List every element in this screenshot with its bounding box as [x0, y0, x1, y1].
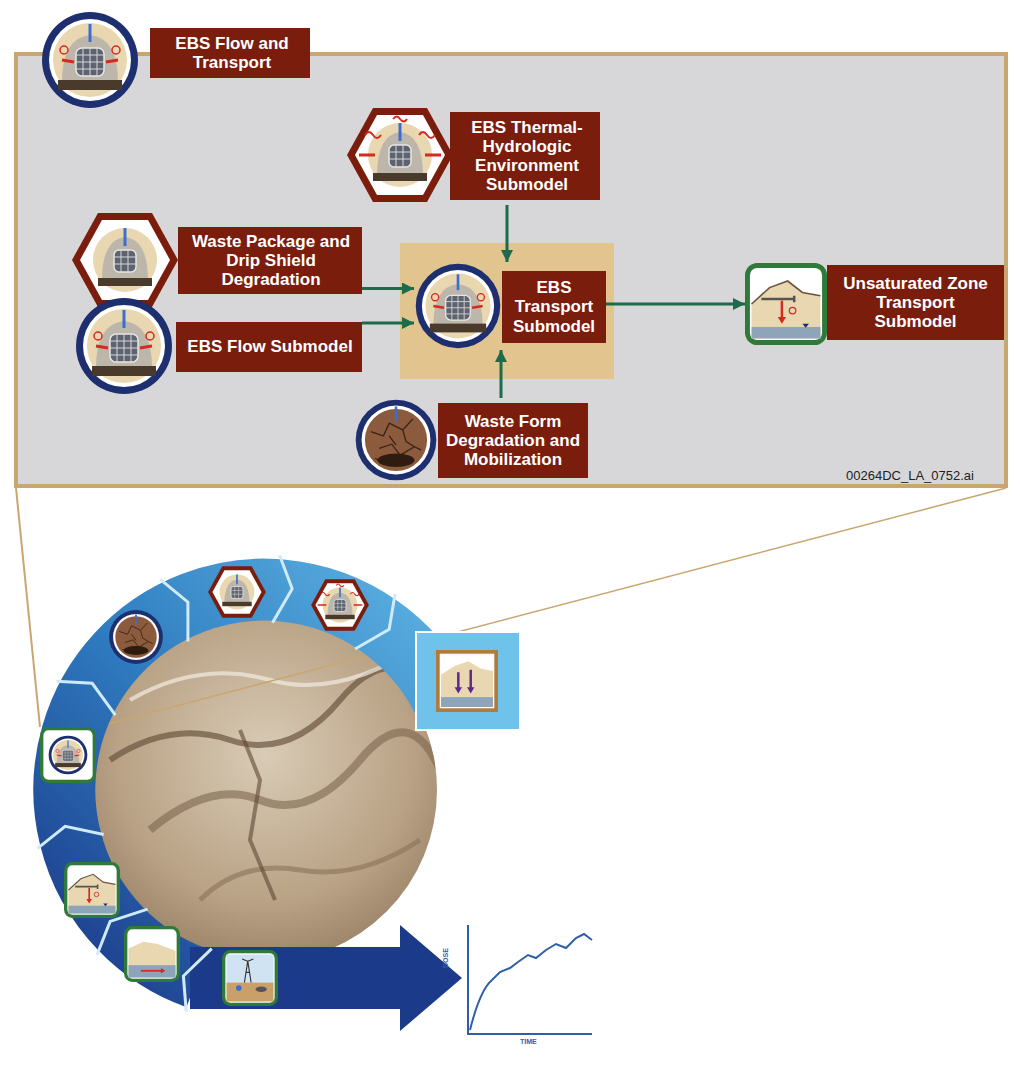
- flow-arrow: [500, 350, 503, 398]
- submodel-node: Waste Package and Drip Shield Degradatio…: [70, 205, 362, 315]
- flow-arrow: [506, 205, 509, 262]
- submodel-box: EBS Thermal-Hydrologic Environment Submo…: [450, 112, 600, 200]
- group-panel: EBS Flow and TransportEBS Thermal-Hydrol…: [14, 52, 1008, 488]
- flow-arrow: [362, 287, 414, 290]
- axis-label: TIME: [520, 1038, 537, 1045]
- submodel-node: EBS Thermal-Hydrologic Environment Submo…: [345, 105, 600, 205]
- submodel-node: EBS Transport Submodel: [414, 262, 606, 350]
- submodel-box: EBS Flow Submodel: [176, 322, 362, 372]
- submodel-box: Waste Form Degradation and Mobilization: [438, 403, 588, 478]
- node-label: Unsaturated Zone Transport Submodel: [833, 274, 998, 331]
- file-id: 00264DC_LA_0752.ai: [846, 468, 974, 483]
- flow-arrow: [362, 322, 414, 325]
- node-label: Waste Form Degradation and Mobilization: [444, 412, 582, 469]
- node-label: EBS Thermal-Hydrologic Environment Submo…: [460, 118, 594, 194]
- header-box: EBS Flow and Transport: [150, 28, 310, 78]
- submodel-node: Unsaturated Zone Transport Submodel: [745, 263, 1004, 345]
- submodel-box: Waste Package and Drip Shield Degradatio…: [178, 227, 362, 294]
- node-label: Waste Package and Drip Shield Degradatio…: [186, 232, 356, 289]
- axis-label: DOSE: [442, 948, 449, 968]
- submodel-node: Waste Form Degradation and Mobilization: [354, 398, 588, 482]
- submodel-box: Unsaturated Zone Transport Submodel: [827, 265, 1004, 340]
- node-label: EBS Flow Submodel: [184, 337, 356, 356]
- flow-arrow: [606, 303, 745, 306]
- submodel-box: EBS Transport Submodel: [502, 271, 606, 343]
- node-label: EBS Transport Submodel: [507, 278, 601, 335]
- node-label: EBS Flow and Transport: [162, 34, 302, 72]
- submodel-node: EBS Flow Submodel: [74, 296, 362, 396]
